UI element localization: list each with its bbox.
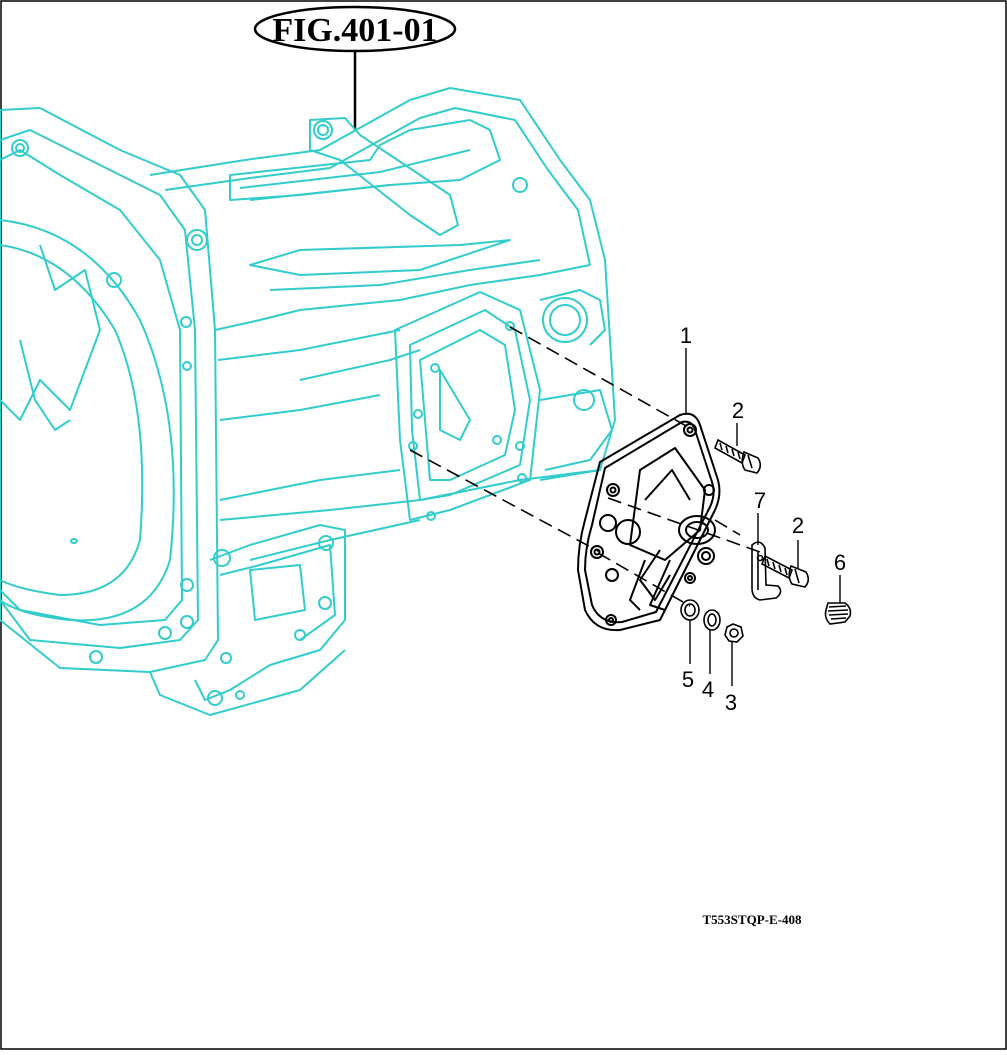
part-3-nut bbox=[724, 623, 744, 643]
part-1-cover-plate bbox=[577, 412, 721, 632]
callout-1: 1 bbox=[680, 323, 692, 348]
figure-label: FIG.401-01 bbox=[253, 5, 457, 130]
callout-3: 3 bbox=[725, 690, 737, 715]
part-2-bolt-upper bbox=[714, 438, 762, 474]
alignment-lines bbox=[409, 326, 761, 607]
callout-7: 7 bbox=[754, 488, 766, 513]
drawing-number: T553STQP-E-408 bbox=[703, 912, 802, 927]
part-2-bolt-lower bbox=[761, 554, 810, 588]
figure-label-oval bbox=[253, 5, 457, 53]
callout-leaders bbox=[685, 348, 841, 686]
part-7-bracket bbox=[751, 541, 782, 601]
callout-2-upper: 2 bbox=[732, 398, 744, 423]
callout-4: 4 bbox=[702, 677, 714, 702]
part-4-spring-washer bbox=[703, 609, 721, 631]
transmission-housing bbox=[0, 87, 616, 716]
callout-6: 6 bbox=[834, 550, 846, 575]
callout-5: 5 bbox=[682, 667, 694, 692]
figure-label-text: FIG.401-01 bbox=[272, 12, 437, 49]
callout-2-lower: 2 bbox=[792, 513, 804, 538]
part-6-plug bbox=[824, 602, 852, 625]
